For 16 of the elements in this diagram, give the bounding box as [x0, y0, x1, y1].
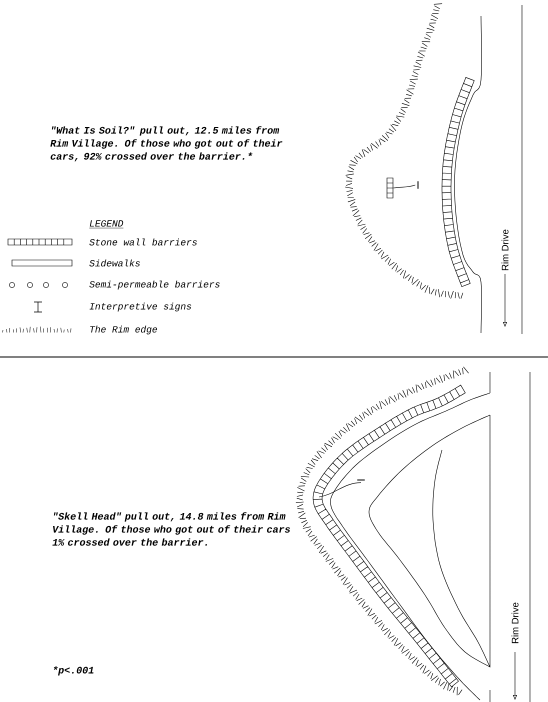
road-name: Rim Drive — [512, 602, 518, 644]
legend-text: Stone wall barriers — [89, 238, 197, 246]
footnote: *p<.001 — [54, 666, 94, 676]
leader-line — [318, 482, 362, 498]
caption-text: "Skell Head" pull out, 14.8 miles from Rim Village. Of those who got out of their cars 1% crossed over the barrier. — [52, 512, 290, 546]
legend-text: The Rim edge — [90, 326, 158, 334]
sign-label: I — [357, 480, 365, 481]
road-name: Rim Drive — [502, 230, 508, 270]
legend-text: Semi-permeable barriers — [89, 280, 220, 290]
leader-line — [393, 184, 416, 188]
legend-text: Sidewalks — [89, 260, 140, 267]
legend-title: LEGEND — [89, 220, 124, 228]
caption-text: "What Is Soil?" pull out, 12.5 miles from Rim Village. Of those who got out of their cars, 92% crossed over the barrier.* — [50, 126, 282, 162]
legend-text: Interpretive signs — [90, 302, 192, 312]
sign-marker — [386, 178, 394, 198]
sign-label: I — [417, 181, 418, 189]
